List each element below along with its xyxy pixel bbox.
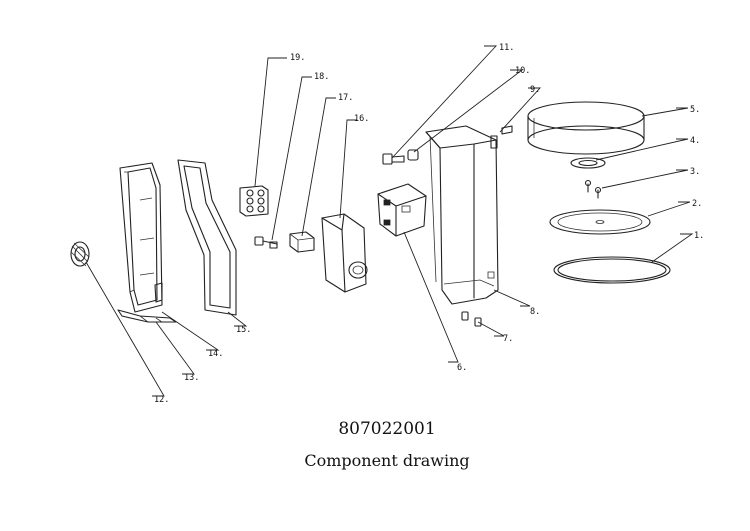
callout-12: 12. [154,395,169,405]
part-6-electronics-box [377,183,427,237]
part-16-sensor-module [321,213,368,293]
callout-16: 16. [354,114,369,124]
callout-8: 8. [530,307,540,317]
callout-19: 19. [290,53,305,63]
callout-13: 13. [184,373,199,383]
part-18-screw [254,236,278,249]
part-10-bushing [407,149,419,161]
callout-9: 9. [530,85,540,95]
callout-15: 15. [236,325,251,335]
leader-lines [85,45,694,397]
part-3-screw [584,179,602,199]
part-19-terminal-block [239,185,269,217]
callout-4: 4. [690,136,700,146]
part-14-housing-back [119,162,163,313]
callout-17: 17. [338,93,353,103]
callout-5: 5. [690,105,700,115]
part-8-main-enclosure [425,125,499,305]
part-number: 807022001 [338,419,435,439]
part-15-gasket-frame [177,159,237,316]
callout-11: 11. [499,43,514,53]
callouts: 1. 2. 3. 4. 5. 6. 7. 8. 9. 10. 11. 12. 1… [154,43,704,405]
part-2-lens-plate [549,209,651,235]
callout-3: 3. [690,167,700,177]
drawing-title: Component drawing [304,451,469,470]
part-5-ring-housing [527,101,645,155]
callout-1: 1. [694,231,704,241]
callout-10: 10. [515,66,530,76]
part-12-ring-nut [70,241,90,267]
callout-6: 6. [457,363,467,373]
callout-14: 14. [208,349,223,359]
callout-2: 2. [692,199,702,209]
callout-18: 18. [314,72,329,82]
part-17-bracket [289,231,315,253]
part-1-cover-ring [553,256,671,284]
callout-7: 7. [503,334,513,344]
part-9-pin [490,125,513,149]
part-7-feet [461,311,482,327]
part-11-screw [382,153,405,165]
part-4-washer [570,157,606,169]
